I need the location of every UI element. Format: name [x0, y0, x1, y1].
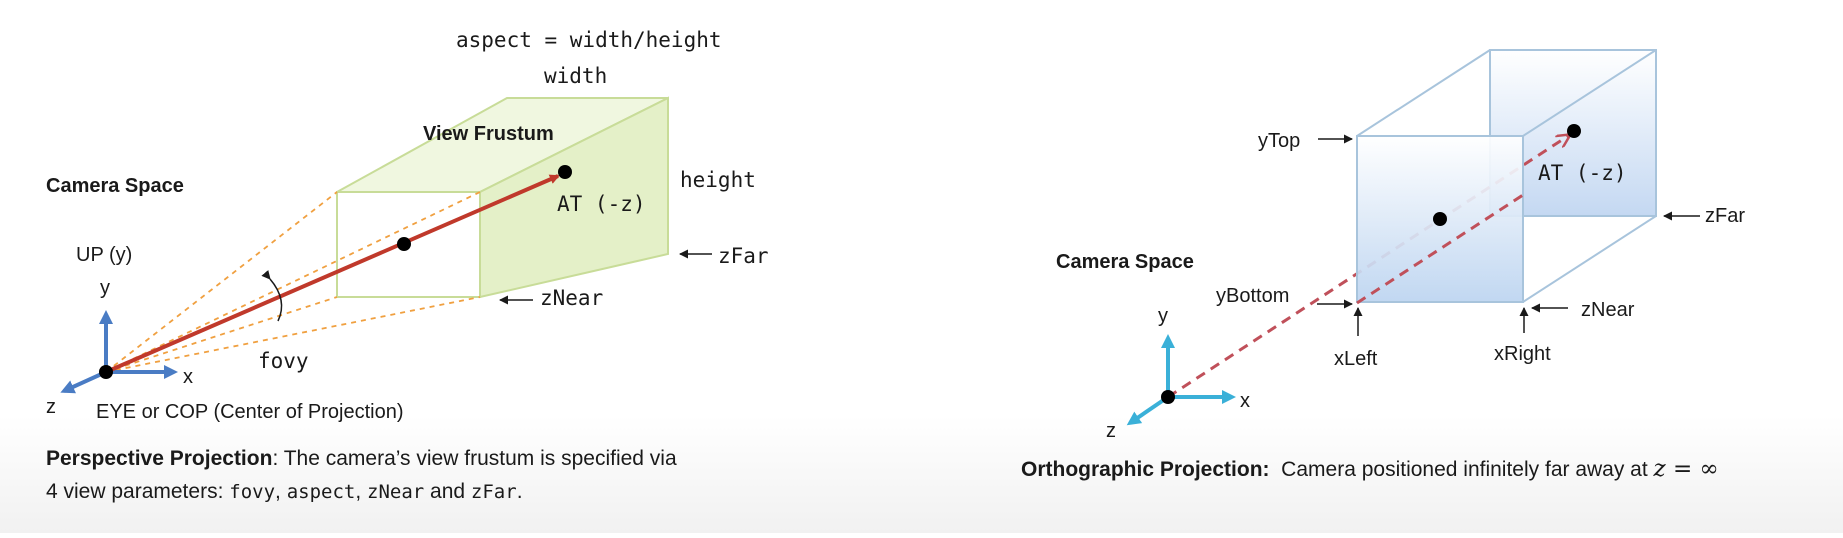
- caption-and: and: [424, 480, 471, 503]
- caption-sep: ,: [275, 480, 287, 503]
- perspective-caption: Perspective Projection: The camera’s vie…: [46, 442, 677, 509]
- ortho-box-edges: [1356, 49, 1657, 303]
- aspect-formula: aspect = width/height: [456, 28, 722, 52]
- orthographic-caption-math: z = ∞: [1653, 456, 1719, 482]
- param-fovy: fovy: [229, 481, 276, 503]
- ortho-near-center: [1433, 212, 1447, 226]
- perspective-caption-text1: : The camera’s view frustum is specified…: [272, 447, 677, 470]
- param-aspect: aspect: [286, 481, 356, 503]
- perspective-zfar-label: zFar: [718, 244, 769, 268]
- ortho-x-axis-label: x: [1240, 390, 1250, 412]
- perspective-znear-label: zNear: [540, 286, 603, 310]
- perspective-diagram: aspect = width/height width View Frustum…: [46, 28, 769, 423]
- ortho-z-axis: [1126, 395, 1170, 426]
- fovy-arc: [261, 269, 283, 322]
- ortho-at-point: [1567, 124, 1581, 138]
- eye-point: [99, 365, 113, 379]
- param-zfar: zFar: [470, 481, 517, 503]
- xleft-label: xLeft: [1334, 348, 1378, 370]
- at-point: [558, 165, 572, 179]
- ortho-y-axis-label: y: [1158, 305, 1168, 327]
- param-znear: zNear: [367, 481, 425, 503]
- perspective-camera-space: Camera Space: [46, 175, 184, 197]
- height-label: height: [680, 168, 756, 192]
- caption-sep: ,: [355, 480, 367, 503]
- perspective-at-label: AT (-z): [557, 192, 646, 216]
- frustum-guide-lines: [105, 191, 481, 373]
- width-label: width: [544, 64, 607, 88]
- perspective-caption-text2: 4 view parameters:: [46, 480, 230, 503]
- ortho-camera-space: Camera Space: [1056, 251, 1194, 273]
- near-center-point: [397, 237, 411, 251]
- ortho-z-axis-label: z: [1106, 420, 1116, 442]
- ortho-zfar-label: zFar: [1705, 205, 1745, 227]
- orthographic-caption-title: Orthographic Projection:: [1021, 458, 1270, 481]
- persp-z-axis-label: z: [46, 396, 56, 418]
- perspective-caption-title: Perspective Projection: [46, 447, 273, 470]
- view-direction-ray: [105, 174, 560, 374]
- perspective-caption-line1: Perspective Projection: The camera’s vie…: [46, 442, 677, 475]
- ortho-at-label: AT (-z): [1538, 161, 1627, 185]
- ortho-eye-point: [1161, 390, 1175, 404]
- perspective-caption-line2: 4 view parameters: fovy, aspect, zNear a…: [46, 475, 677, 509]
- ybottom-label: yBottom: [1216, 285, 1289, 307]
- z-axis: [60, 370, 107, 394]
- orthographic-caption-text: Camera positioned infinitely far away at: [1269, 458, 1654, 481]
- persp-y-axis-label: y: [100, 277, 110, 299]
- up-label: UP (y): [76, 244, 132, 266]
- ortho-znear-label: zNear: [1581, 299, 1635, 321]
- orthographic-diagram: yTop AT (-z) zFar Camera Space yBottom z…: [1056, 49, 1745, 442]
- fovy-label: fovy: [258, 349, 309, 373]
- xright-label: xRight: [1494, 343, 1551, 365]
- persp-x-axis-label: x: [183, 366, 193, 388]
- ytop-label: yTop: [1258, 130, 1300, 152]
- eye-label: EYE or COP (Center of Projection): [96, 401, 404, 423]
- caption-end: .: [516, 480, 523, 503]
- view-frustum-title: View Frustum: [423, 123, 554, 145]
- orthographic-caption: Orthographic Projection: Camera position…: [1021, 453, 1719, 486]
